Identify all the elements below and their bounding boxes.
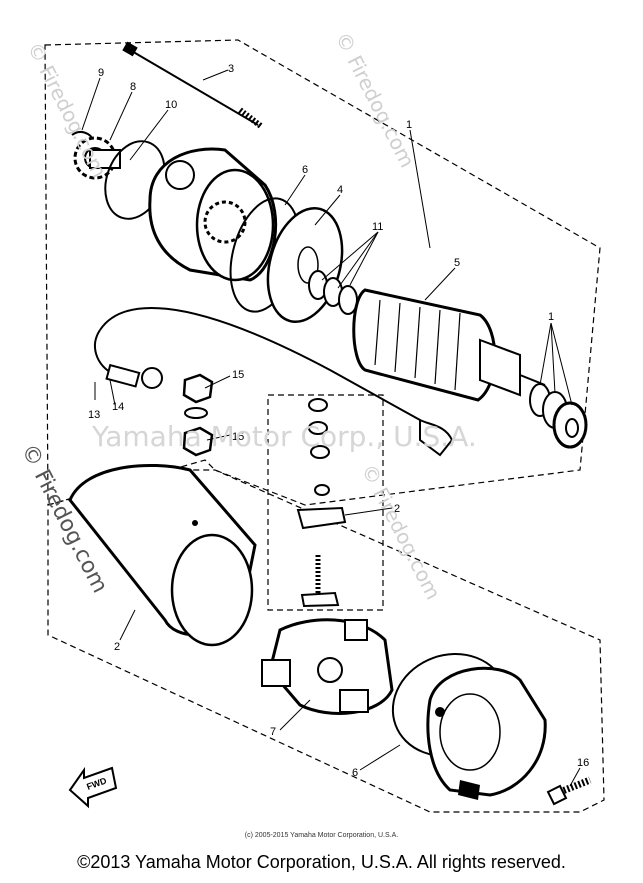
- callout-3: 3: [228, 63, 234, 75]
- bracket-group-outline: [267, 394, 384, 611]
- armature: [352, 288, 546, 402]
- lower-assembly-outline: [47, 469, 605, 813]
- callout-2-yoke: 2: [114, 641, 120, 653]
- callout-8: 8: [130, 81, 136, 93]
- terminal-bolt: [300, 555, 340, 608]
- callout-7: 7: [270, 726, 276, 738]
- fwd-arrow-icon: FWD: [68, 766, 118, 809]
- callout-1-right: 1: [548, 311, 554, 323]
- callout-1-top: 1: [406, 119, 412, 131]
- callout-15-lower: 15: [232, 431, 244, 443]
- through-bolt: [122, 41, 264, 130]
- callout-10: 10: [165, 99, 177, 111]
- washer-set-rear: [529, 383, 588, 449]
- brush-holder-plate: [261, 618, 394, 715]
- callout-16: 16: [577, 757, 589, 769]
- bracket-washers: [296, 398, 347, 530]
- leader-lines: [81, 69, 581, 787]
- rear-cover: [426, 666, 547, 800]
- lead-wire: [94, 307, 454, 457]
- callout-9: 9: [98, 67, 104, 79]
- small-copyright-notice: (c) 2005-2015 Yamaha Motor Corporation, …: [244, 832, 399, 839]
- callout-14: 14: [112, 401, 124, 413]
- footer-copyright: ©2013 Yamaha Motor Corporation, U.S.A. A…: [77, 852, 566, 872]
- callout-11: 11: [372, 221, 383, 233]
- callout-15-upper: 15: [232, 369, 244, 381]
- pinion-gear: [73, 136, 121, 180]
- yoke-housing: [68, 463, 257, 647]
- callout-6-rear: 6: [352, 767, 358, 779]
- callout-6-front: 6: [302, 164, 308, 176]
- callout-5: 5: [454, 257, 460, 269]
- front-cover: [148, 147, 278, 282]
- terminal-nut-upper: [182, 373, 214, 419]
- callout-13: 13: [88, 409, 100, 421]
- callout-2-bracket: 2: [394, 503, 400, 515]
- terminal-nut-lower: [182, 426, 214, 457]
- callout-4: 4: [337, 184, 343, 196]
- cover-bolt: [546, 776, 592, 806]
